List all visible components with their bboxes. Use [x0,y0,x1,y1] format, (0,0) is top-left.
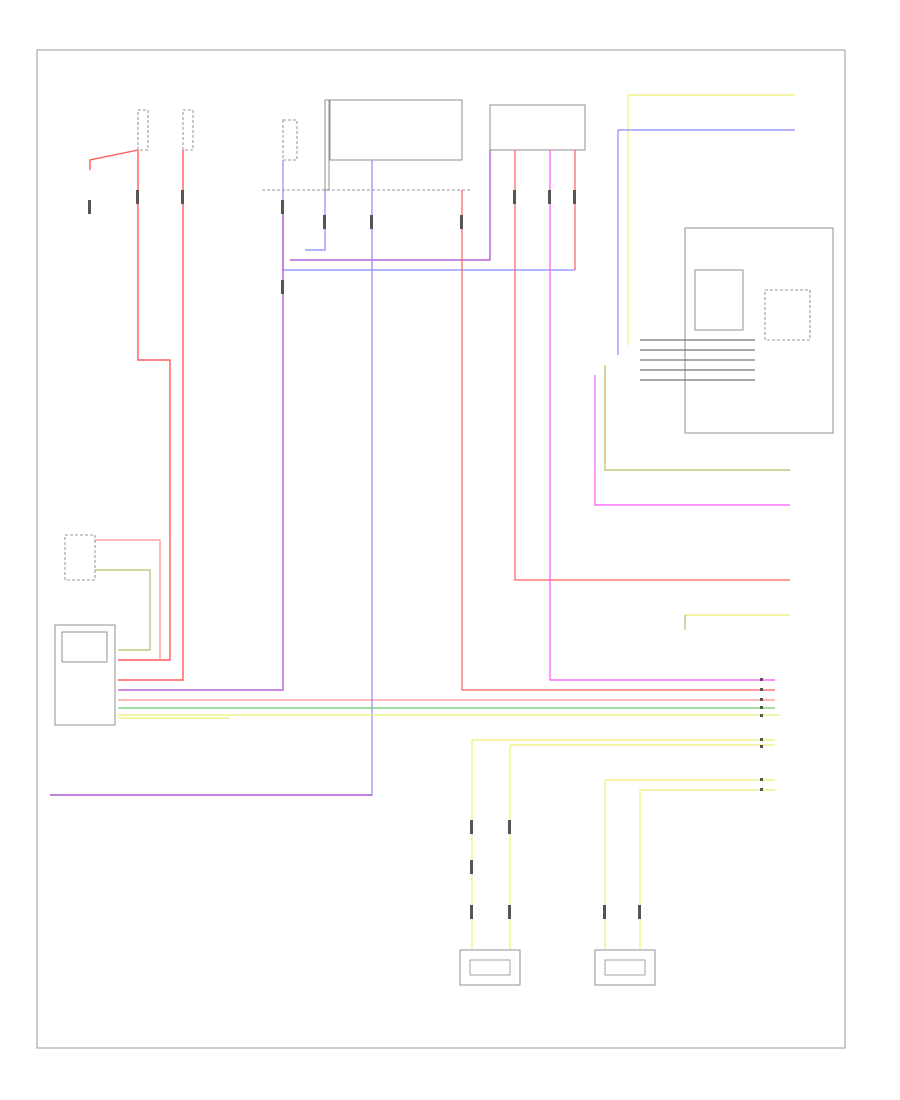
right-connector-pins [760,678,763,791]
center-relay-wiring [50,150,790,796]
lower-sensor-wires [471,739,775,950]
left-power-wires [89,149,775,701]
pump-wires [95,569,780,716]
right-signal-wires [594,94,795,506]
coolant-temp-sensor-1 [459,949,521,986]
instrument-cluster [684,227,834,434]
fuse-block-top [137,99,586,191]
coolant-pump-module [54,534,116,726]
ground-points [118,614,790,719]
coolant-temp-sensor-2 [594,949,656,986]
inline-connectors [88,190,641,919]
diagram-frame [36,49,846,1049]
